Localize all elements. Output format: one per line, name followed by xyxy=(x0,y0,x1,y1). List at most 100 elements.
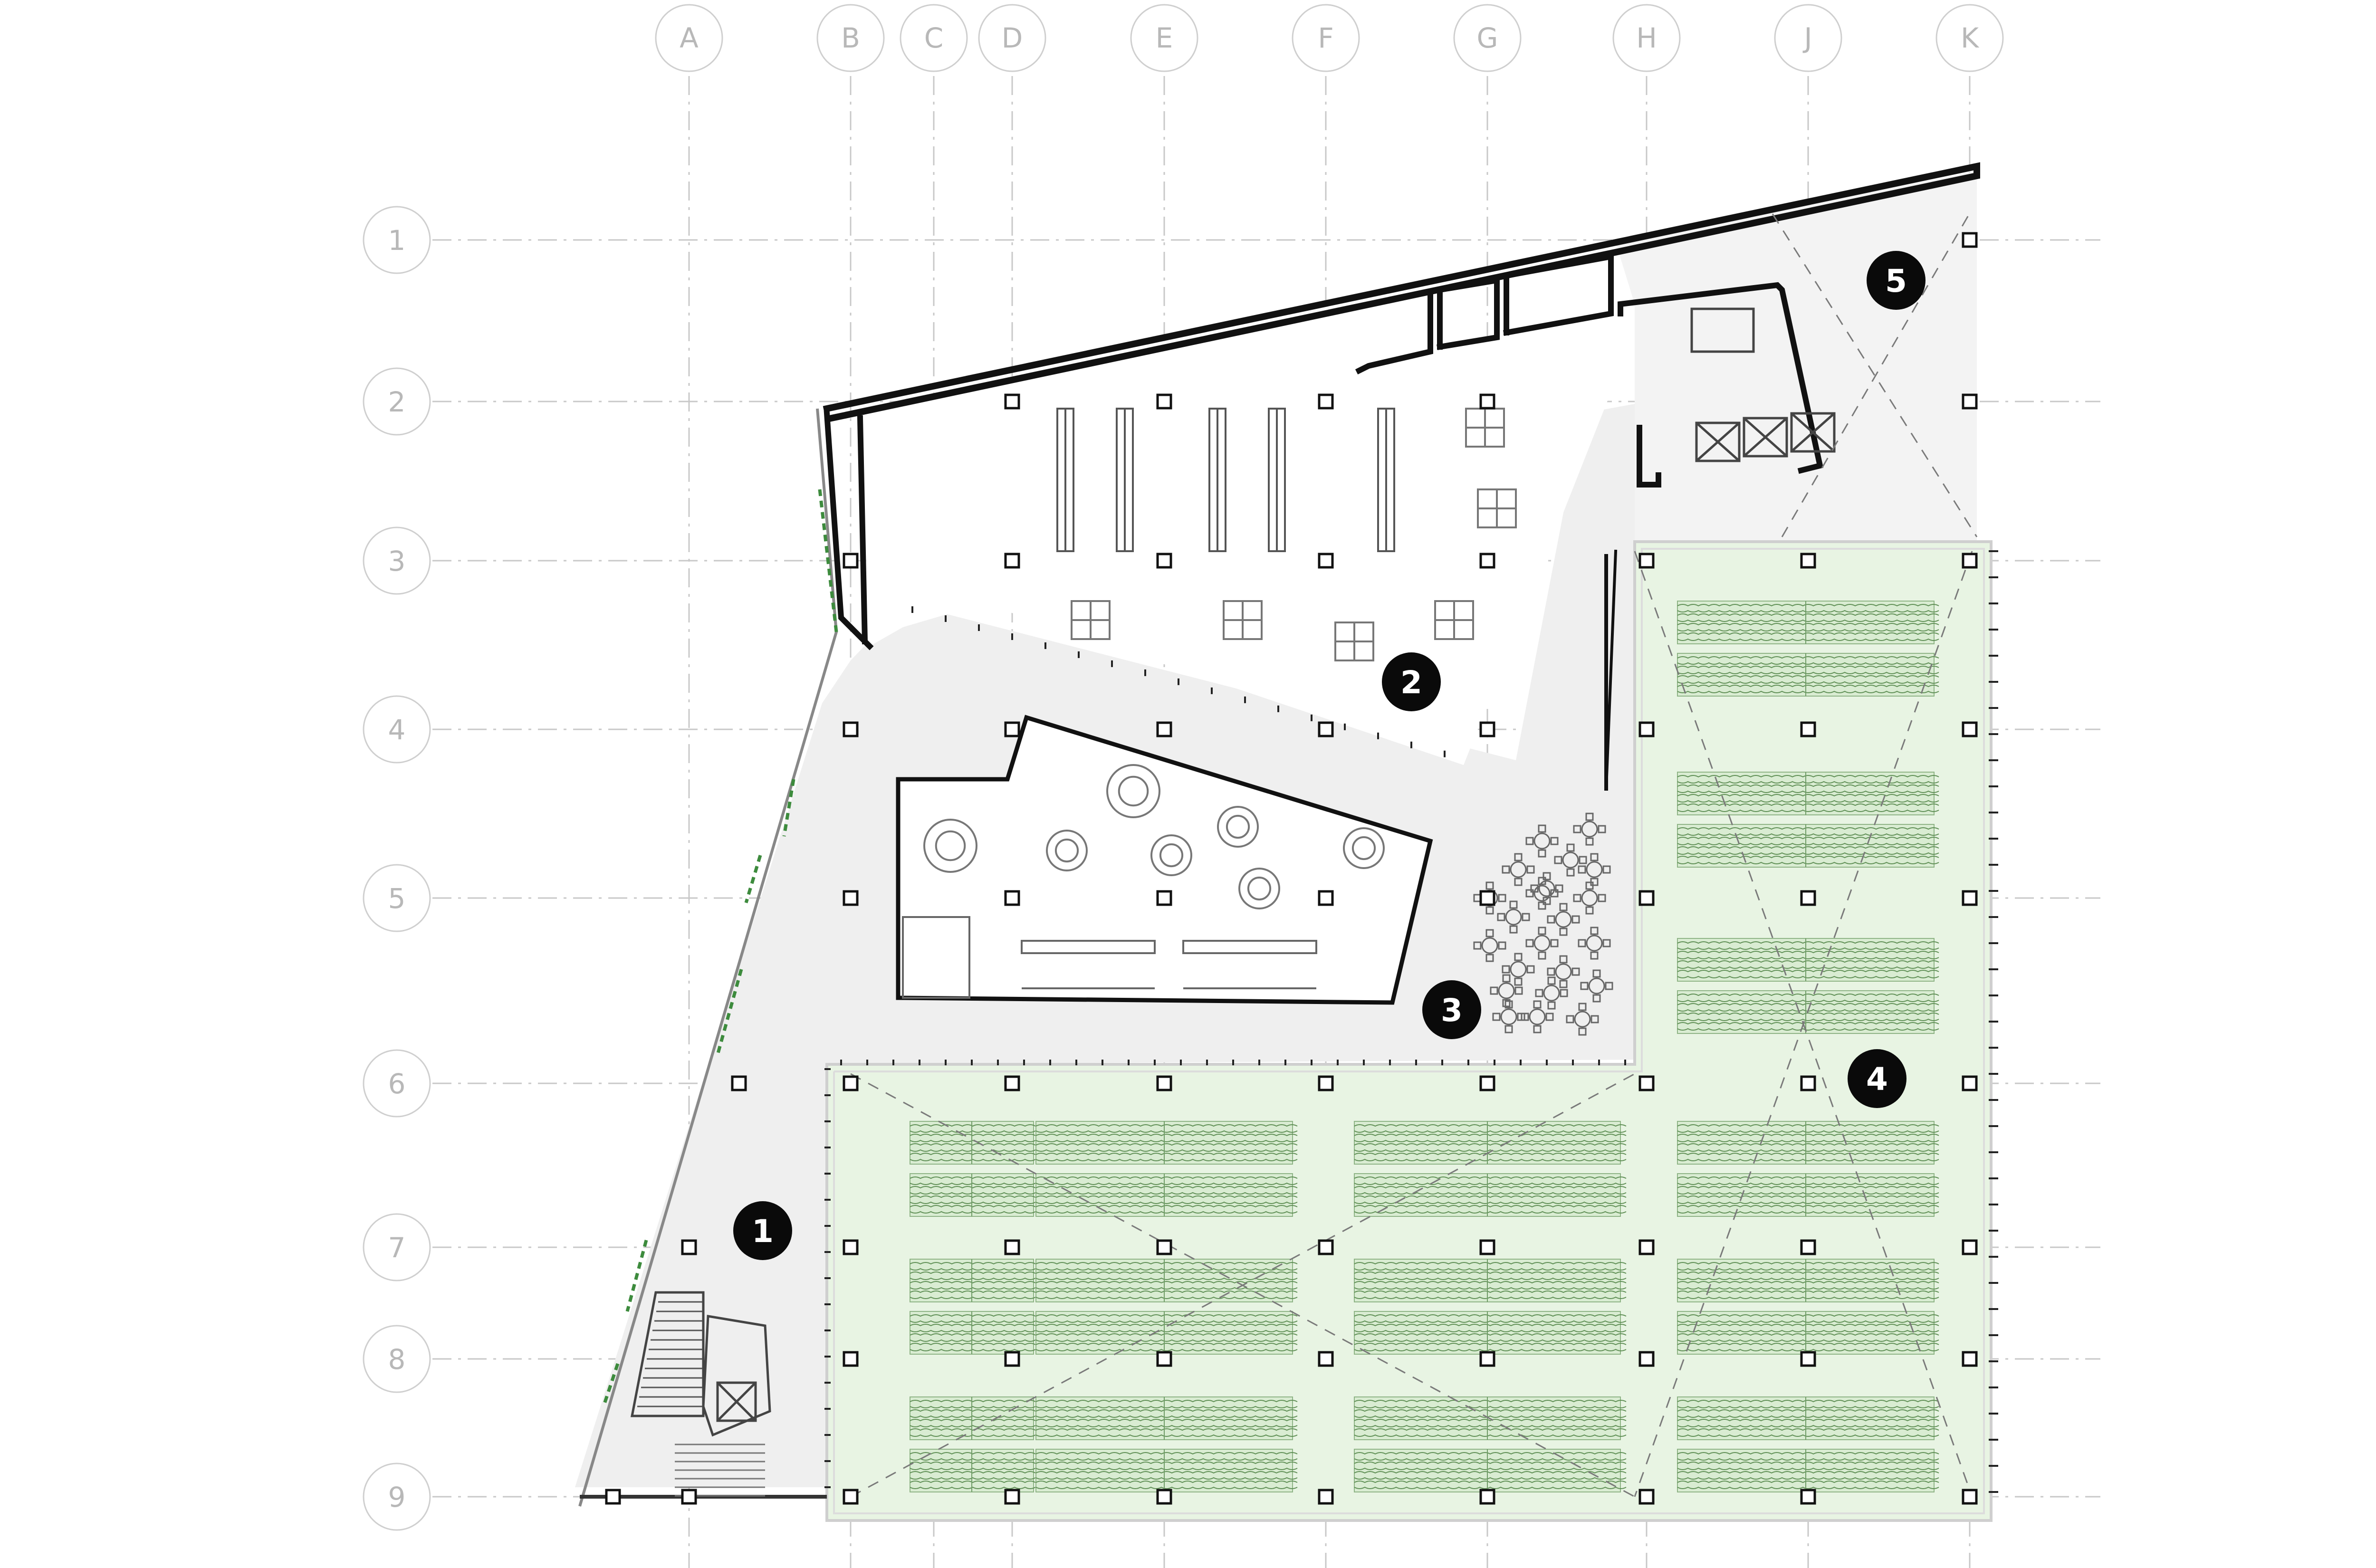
column xyxy=(1318,721,1334,737)
planting-row xyxy=(1677,960,1939,963)
column xyxy=(1638,721,1655,737)
cafe-chair xyxy=(1497,913,1505,921)
planting-row xyxy=(910,1329,1036,1332)
planting-row xyxy=(1354,1186,1627,1189)
planting-row xyxy=(1677,861,1939,864)
cafe-chair xyxy=(1547,1001,1556,1010)
planting-row xyxy=(910,1343,1036,1346)
cafe-chair xyxy=(1502,999,1511,1007)
planting-row xyxy=(1677,781,1939,784)
planting-row xyxy=(1677,1176,1939,1179)
column xyxy=(1638,553,1655,569)
planting-row xyxy=(1677,666,1939,669)
planting-row xyxy=(1354,1143,1627,1146)
column xyxy=(1962,1239,1978,1255)
planting-row xyxy=(1354,1201,1627,1204)
column xyxy=(1800,890,1816,906)
planting-row xyxy=(910,1434,1036,1437)
planting-row xyxy=(1677,1486,1939,1489)
column xyxy=(1479,1351,1495,1367)
planting-row xyxy=(910,1405,1036,1408)
planting-row xyxy=(910,1268,1036,1271)
planting-row xyxy=(1354,1486,1627,1489)
grid-bubble-row xyxy=(363,1213,431,1281)
planting-row xyxy=(910,1477,1036,1480)
zone-marker-3: 3 xyxy=(1422,980,1481,1039)
planting-row xyxy=(1035,1268,1298,1271)
facade-ticks xyxy=(824,550,1998,1493)
planting-row xyxy=(1354,1320,1627,1323)
cafe-table xyxy=(1510,861,1527,878)
planting-row xyxy=(1354,1348,1627,1351)
planting-row xyxy=(1677,1400,1939,1403)
planting-row xyxy=(1677,1018,1939,1021)
cafe-chair xyxy=(1590,927,1599,935)
planting-row xyxy=(1677,803,1939,806)
planting-row xyxy=(1677,1182,1939,1185)
planting-row xyxy=(910,1182,1036,1185)
planting-row xyxy=(1677,604,1939,607)
planting-row xyxy=(1035,1195,1298,1198)
planting-row xyxy=(910,1281,1036,1284)
planting-bed xyxy=(1677,772,1939,815)
planting-row xyxy=(1354,1409,1627,1412)
planting-row xyxy=(1677,794,1939,797)
planting-row xyxy=(1677,1477,1939,1480)
planting-row xyxy=(1677,1434,1939,1437)
planting-row xyxy=(1035,1205,1298,1208)
planting-row xyxy=(1677,1339,1939,1342)
round-table-top xyxy=(1054,838,1079,863)
planting-row xyxy=(1677,827,1939,830)
planting-row xyxy=(910,1415,1036,1418)
planting-row xyxy=(1035,1486,1298,1489)
column xyxy=(1962,393,1978,410)
cafe-chair xyxy=(1571,967,1580,976)
planting-row xyxy=(1677,956,1939,959)
planting-bed xyxy=(910,1396,1036,1440)
cafe-chair xyxy=(1555,884,1563,893)
planting-row xyxy=(1677,1329,1939,1332)
planting-row xyxy=(1677,632,1939,635)
cafe-chair xyxy=(1550,939,1559,947)
planting-row xyxy=(1354,1205,1627,1208)
cafe-table xyxy=(1562,851,1579,869)
planting-bed xyxy=(910,1173,1036,1217)
planting-row xyxy=(1035,1314,1298,1317)
planting-row xyxy=(1677,833,1939,836)
planting-row xyxy=(910,1134,1036,1137)
cafe-table xyxy=(1529,1008,1546,1025)
column xyxy=(1962,232,1978,248)
cafe-table xyxy=(1543,985,1560,1002)
grid-bubble-col xyxy=(1935,4,2004,72)
column xyxy=(1638,1075,1655,1091)
planting-row xyxy=(910,1262,1036,1265)
column xyxy=(1004,1075,1020,1091)
planting-bed xyxy=(1354,1396,1627,1440)
planting-row xyxy=(1677,1415,1939,1418)
planting-row xyxy=(1677,1028,1939,1031)
grid-bubble-row xyxy=(363,1325,431,1393)
cafe-chair xyxy=(1605,982,1613,990)
planting-row xyxy=(1354,1477,1627,1480)
planting-row xyxy=(1677,994,1939,996)
planting-row xyxy=(1354,1405,1627,1408)
column xyxy=(1479,553,1495,569)
round-table-top xyxy=(1351,836,1376,860)
planting-row xyxy=(1035,1143,1298,1146)
grid-bubble-col xyxy=(900,4,968,72)
planting-bed xyxy=(1354,1311,1627,1355)
planting-row xyxy=(910,1296,1036,1299)
cafe-chair xyxy=(1526,865,1535,874)
planting-row xyxy=(1677,619,1939,622)
planting-row xyxy=(1354,1287,1627,1290)
column xyxy=(1004,1351,1020,1367)
planting-row xyxy=(1354,1452,1627,1455)
grid-bubble-col xyxy=(816,4,885,72)
cafe-table xyxy=(1510,961,1527,978)
planting-row xyxy=(1677,623,1939,626)
planting-row xyxy=(910,1348,1036,1351)
round-table-top xyxy=(1247,876,1272,901)
cafe-chair xyxy=(1547,915,1555,924)
cafe-table xyxy=(1555,963,1572,980)
planting-row xyxy=(1035,1182,1298,1185)
